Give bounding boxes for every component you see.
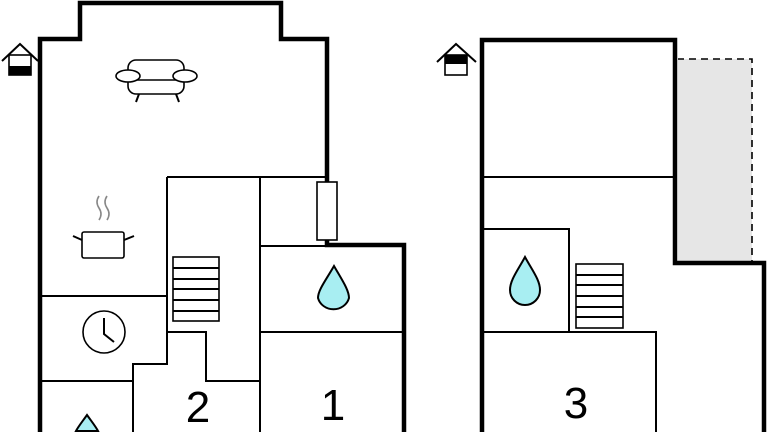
stairs-icon	[172, 256, 220, 322]
room-label-3: 3	[564, 379, 588, 428]
ground-floor-plan: 1 2	[1, 0, 407, 432]
water-drop-icon	[316, 263, 351, 311]
room-label-2: 2	[186, 383, 210, 432]
water-drop-icon	[508, 254, 542, 306]
interior-walls	[482, 176, 675, 432]
room-label-1: 1	[321, 381, 345, 430]
entrance-house-icon	[1, 42, 39, 76]
upper-floor-plan: 3	[436, 37, 767, 432]
terrace-area	[676, 58, 753, 264]
clock-icon	[82, 310, 126, 354]
sofa-icon	[115, 59, 198, 103]
outer-wall	[479, 37, 767, 432]
water-drop-icon	[74, 413, 100, 432]
stairs-icon	[575, 263, 624, 329]
cooking-pot-icon	[72, 195, 135, 259]
outer-wall	[37, 0, 407, 432]
interior-walls	[40, 176, 404, 432]
entrance-house-icon	[436, 42, 477, 76]
door-icon	[316, 181, 338, 241]
